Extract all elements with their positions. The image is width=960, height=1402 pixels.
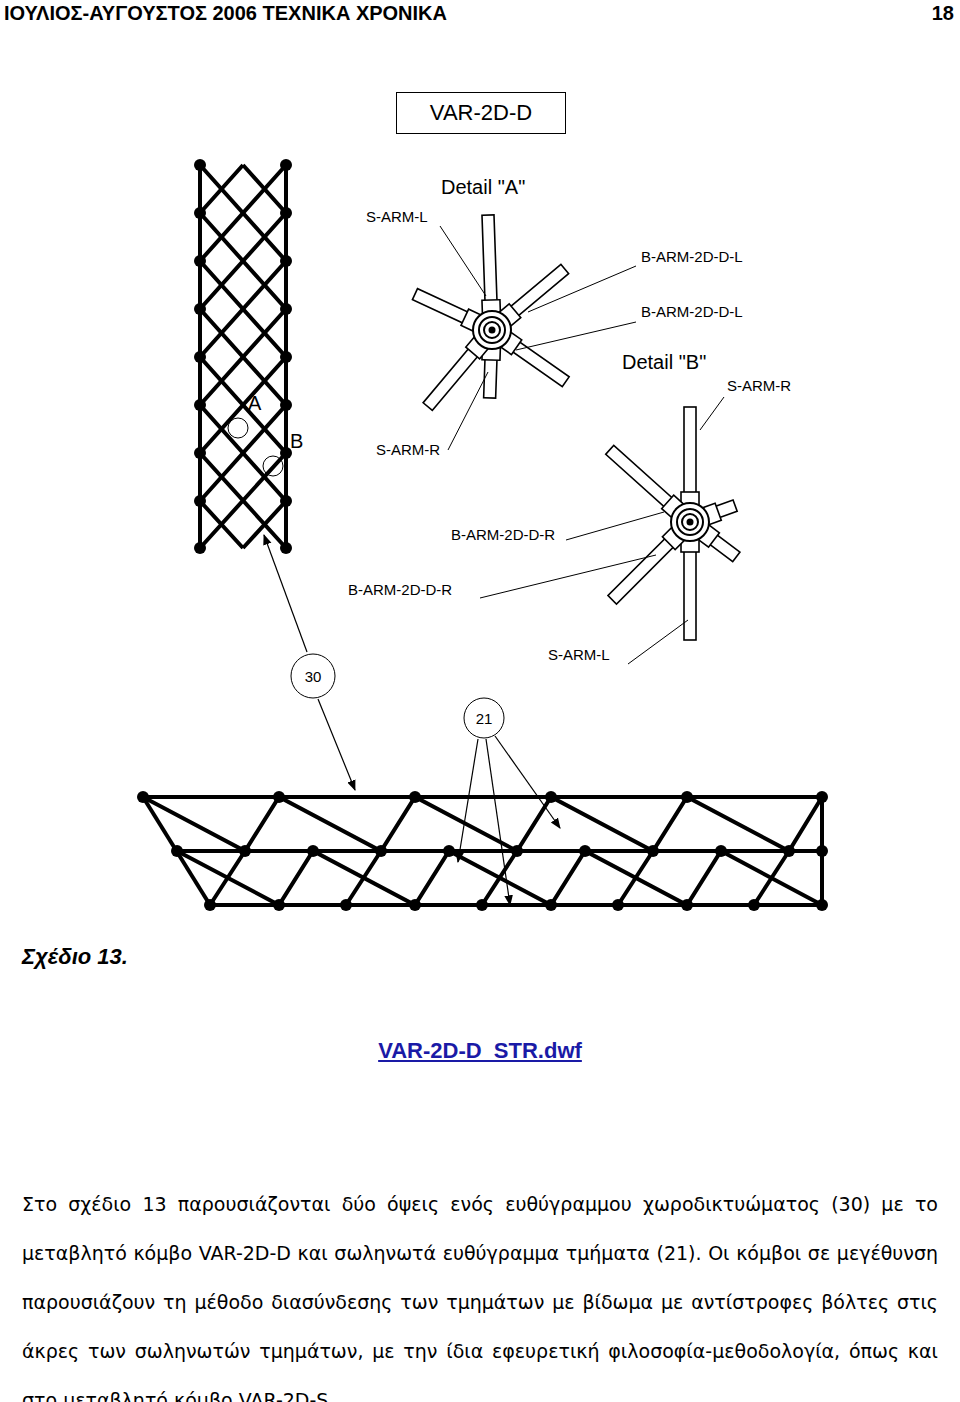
part-name: S-ARM-R (376, 441, 440, 458)
part-name: B-ARM-2D-D-R (348, 581, 452, 598)
detail-marker (263, 456, 283, 476)
leader-lines (440, 226, 724, 664)
horizontal-truss (143, 797, 822, 905)
detail-marker (228, 418, 248, 438)
node-text: 21 (463, 710, 505, 727)
node-text: VAR-2D-D (396, 100, 566, 126)
figure-caption: Σχέδιο 13. (22, 944, 128, 969)
truss-joints (194, 159, 292, 554)
callout-circle: 30 (290, 653, 336, 699)
page-header: ΙΟΥΛΙΟΣ-ΑΥΓΟΥΣΤΟΣ 2006 ΤΕΧΝΙΚΑ ΧΡΟΝΙΚΑ (4, 2, 447, 25)
node-detail-a (411, 215, 571, 413)
vertical-truss (200, 165, 286, 548)
node-text: 30 (290, 668, 336, 685)
detail-letter: A (248, 392, 261, 415)
title-box: VAR-2D-D (396, 92, 566, 134)
truss-joints (137, 791, 828, 911)
page-number: 18 (932, 2, 954, 25)
detail-title: Detail "A" (441, 176, 525, 199)
file-link: VAR-2D-D_STR.dwf (378, 1038, 582, 1063)
callout-circle: 21 (463, 697, 505, 739)
part-name: S-ARM-R (727, 377, 791, 394)
part-name: S-ARM-L (548, 646, 610, 663)
detail-title: Detail "B" (622, 351, 706, 374)
part-name: B-ARM-2D-D-L (641, 303, 743, 320)
part-name: S-ARM-L (366, 208, 428, 225)
detail-letter: B (290, 430, 303, 453)
part-name: B-ARM-2D-D-R (451, 526, 555, 543)
body-paragraph: Στο σχέδιο 13 παρουσιάζονται δύο όψεις ε… (22, 1180, 938, 1402)
part-name: B-ARM-2D-D-L (641, 248, 743, 265)
